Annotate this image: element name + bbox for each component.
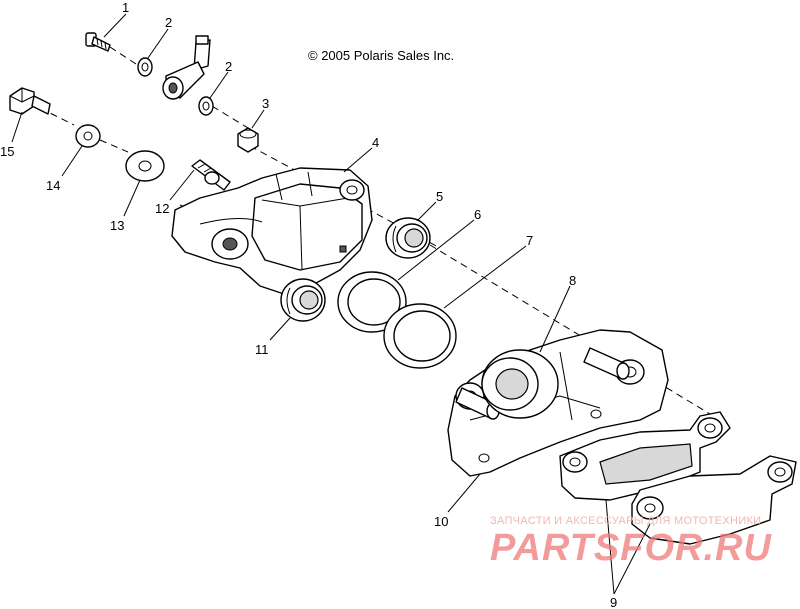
callout-13: 13 (110, 218, 124, 233)
part-7-piston-ring (383, 303, 457, 369)
part-4-caliper-body (171, 167, 373, 297)
callout-4: 4 (372, 135, 379, 150)
callout-2-lower: 2 (225, 59, 232, 74)
part-5-piston-boot (385, 217, 431, 259)
brake-line-banjo-fitting (162, 35, 211, 100)
part-8-piston (481, 349, 559, 419)
part-14-washer (75, 124, 101, 148)
callout-5: 5 (436, 189, 443, 204)
part-9-brake-pad-front (631, 455, 797, 545)
callout-1: 1 (122, 0, 129, 15)
part-11-piston-boot (280, 278, 326, 322)
part-6-seal-ring (337, 271, 407, 333)
watermark-logo: PARTSFOR.RU (490, 527, 772, 569)
part-2-washer-lower (198, 96, 214, 116)
part-1-banjo-bolt (85, 32, 111, 52)
callout-12: 12 (155, 201, 169, 216)
callout-6: 6 (474, 207, 481, 222)
callout-15: 15 (0, 144, 14, 159)
watermark: ЗАПЧАСТИ И АКСЕССУАРЫ ДЛЯ МОТОТЕХНИКИ PA… (490, 515, 772, 569)
part-2-washer-upper (137, 57, 153, 77)
callout-11: 11 (255, 342, 269, 357)
callout-9: 9 (610, 595, 617, 609)
part-15-mounting-bolt (9, 87, 51, 115)
callout-7: 7 (526, 233, 533, 248)
part-13-flat-washer (125, 150, 165, 182)
copyright-text: © 2005 Polaris Sales Inc. (308, 48, 454, 63)
part-9-brake-pad-rear (559, 411, 731, 501)
callout-labels: 1 2 2 3 4 5 6 7 8 9 10 11 12 13 14 15 (0, 0, 617, 609)
part-3-bleeder-cap (237, 127, 259, 153)
callout-14: 14 (46, 178, 60, 193)
part-12-bleeder-screw (191, 159, 231, 191)
callout-8: 8 (569, 273, 576, 288)
callout-3: 3 (262, 96, 269, 111)
leader-lines (11, 13, 651, 595)
watermark-tagline: ЗАПЧАСТИ И АКСЕССУАРЫ ДЛЯ МОТОТЕХНИКИ (490, 515, 761, 527)
callout-10: 10 (434, 514, 448, 529)
callout-2-upper: 2 (165, 15, 172, 30)
